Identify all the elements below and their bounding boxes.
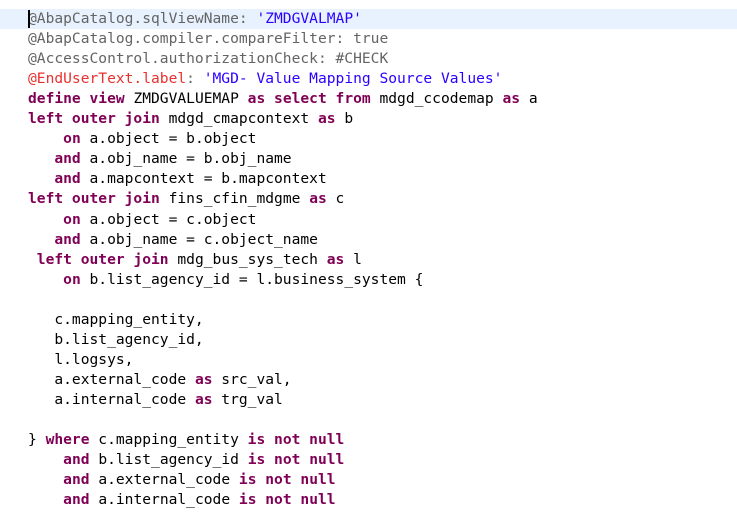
code-token: mdgd_ccodemap: [379, 90, 503, 108]
code-line[interactable]: on a.object = c.object: [28, 210, 256, 230]
code-token: c.mapping_entity,: [28, 310, 204, 328]
code-token: and: [54, 170, 90, 188]
code-line[interactable]: and a.obj_name = b.obj_name: [28, 149, 292, 169]
code-token: c.mapping_entity: [98, 431, 248, 449]
code-token: [28, 130, 63, 147]
code-token: as: [326, 250, 354, 268]
code-token: a.internal_code: [28, 390, 195, 408]
code-token: a.object = c.object: [89, 210, 257, 228]
code-token: is not null: [247, 451, 345, 469]
code-token: b: [344, 110, 354, 128]
code-token: @AccessControl.authorizationCheck: #CHEC…: [28, 50, 389, 68]
code-token: l.logsys,: [28, 350, 134, 368]
code-line[interactable]: a.external_code as src_val,: [28, 370, 292, 390]
code-line[interactable]: on a.object = b.object: [28, 129, 256, 149]
code-token: a.external_code: [28, 370, 195, 388]
code-line[interactable]: @EndUserText.label: 'MGD- Value Mapping …: [28, 69, 502, 89]
code-token: and: [63, 471, 99, 489]
code-line[interactable]: @AccessControl.authorizationCheck: #CHEC…: [28, 49, 388, 69]
code-token: :: [186, 70, 204, 88]
code-line[interactable]: b.list_agency_id,: [28, 330, 204, 350]
code-token: and: [63, 451, 99, 469]
code-token: left outer join: [28, 190, 169, 208]
code-token: [28, 211, 63, 228]
code-token: a.external_code: [98, 471, 239, 489]
code-token: as: [502, 90, 529, 108]
code-line[interactable]: and a.internal_code is not null: [28, 490, 336, 510]
code-token: }: [28, 431, 46, 449]
code-token: [28, 271, 63, 288]
code-line[interactable]: on b.list_agency_id = l.business_system …: [28, 270, 423, 290]
code-token: a.obj_name = b.obj_name: [89, 150, 292, 168]
code-token: mdgd_cmapcontext: [168, 110, 318, 128]
text-caret: [28, 10, 30, 28]
code-token: is not null: [238, 471, 336, 489]
code-token: fins_cfin_mdgme: [168, 190, 310, 208]
code-token: is not null: [238, 491, 336, 509]
code-token: mdg_bus_sys_tech: [177, 250, 327, 268]
code-token: [28, 150, 54, 167]
code-line[interactable]: @AbapCatalog.sqlViewName: 'ZMDGVALMAP': [0, 9, 737, 29]
code-token: a: [528, 90, 538, 108]
code-token: where: [45, 431, 99, 449]
code-token: as select from: [247, 90, 380, 108]
code-token: @AbapCatalog.sqlViewName:: [28, 10, 257, 27]
code-token: src_val,: [221, 370, 292, 388]
code-token: as: [194, 370, 222, 388]
code-token: on: [63, 210, 90, 228]
code-line[interactable]: @AbapCatalog.compiler.compareFilter: tru…: [28, 29, 388, 49]
code-token: and: [63, 491, 99, 509]
code-line[interactable]: and a.external_code is not null: [28, 470, 336, 490]
code-line[interactable]: left outer join mdg_bus_sys_tech as l: [28, 250, 362, 270]
code-token: is not null: [247, 431, 345, 449]
code-token: left outer join: [36, 250, 178, 268]
code-token: a.internal_code: [98, 491, 239, 509]
code-line[interactable]: left outer join fins_cfin_mdgme as c: [28, 189, 344, 209]
code-token: @AbapCatalog.compiler.compareFilter: tru…: [28, 30, 389, 48]
code-line[interactable]: a.internal_code as trg_val: [28, 390, 283, 410]
code-token: [28, 251, 37, 268]
code-line[interactable]: l.logsys,: [28, 350, 133, 370]
code-token: on: [63, 270, 90, 288]
code-token: a.mapcontext = b.mapcontext: [89, 170, 327, 188]
code-token: as: [317, 110, 345, 128]
code-token: ZMDGVALUEMAP: [133, 90, 248, 108]
code-token: 'MGD- Value Mapping Source Values': [203, 70, 503, 88]
code-line[interactable]: } where c.mapping_entity is not null: [28, 430, 344, 450]
code-token: left outer join: [28, 110, 169, 128]
code-token: [28, 231, 54, 248]
code-token: b.list_agency_id = l.business_system {: [89, 270, 424, 288]
code-token: as: [194, 390, 222, 408]
code-token: as: [309, 190, 336, 208]
code-line[interactable]: and a.mapcontext = b.mapcontext: [28, 169, 327, 189]
code-line[interactable]: define view ZMDGVALUEMAP as select from …: [28, 89, 538, 109]
code-line[interactable]: left outer join mdgd_cmapcontext as b: [28, 109, 353, 129]
code-token: a.obj_name = c.object_name: [89, 230, 318, 248]
code-token: @EndUserText.label: [28, 70, 187, 88]
code-token: l: [353, 250, 362, 268]
code-token: on: [63, 130, 90, 148]
code-token: a.object = b.object: [89, 130, 257, 148]
code-token: b.list_agency_id,: [28, 330, 204, 348]
code-token: [28, 471, 63, 488]
code-token: define view: [28, 90, 134, 108]
code-token: 'ZMDGVALMAP': [256, 10, 362, 27]
code-token: and: [54, 150, 90, 168]
code-line[interactable]: c.mapping_entity,: [28, 310, 204, 330]
code-token: c: [335, 190, 345, 208]
code-token: [28, 491, 63, 508]
code-line[interactable]: and a.obj_name = c.object_name: [28, 230, 318, 250]
code-token: and: [54, 230, 90, 248]
code-line[interactable]: and b.list_agency_id is not null: [28, 450, 344, 470]
code-token: trg_val: [221, 390, 283, 408]
code-token: b.list_agency_id: [98, 451, 248, 469]
code-token: [28, 170, 54, 187]
code-token: [28, 451, 63, 468]
